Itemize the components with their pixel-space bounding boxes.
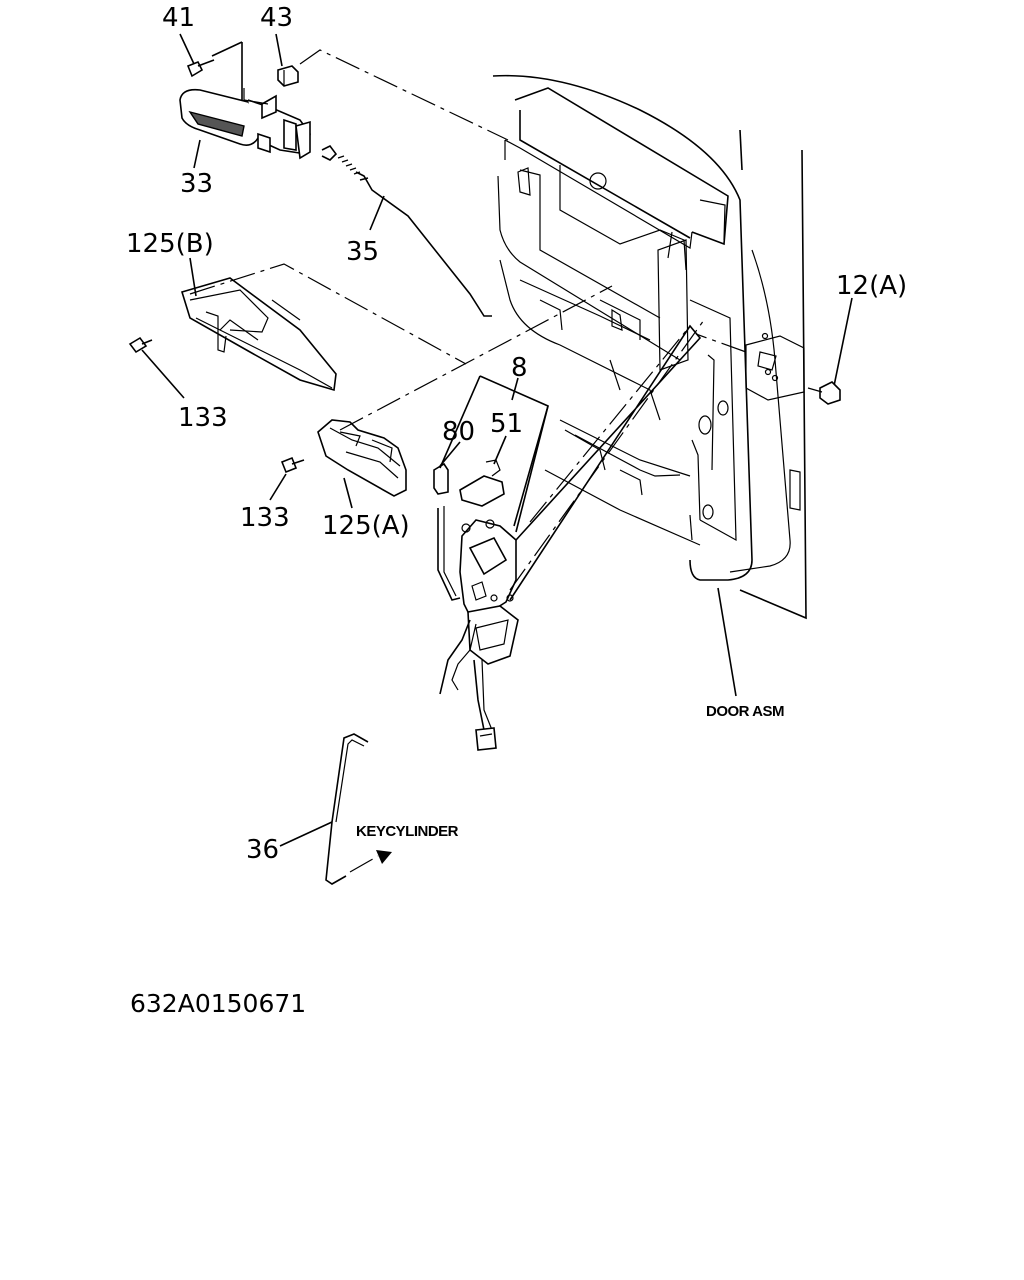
rod-36 [325,733,369,885]
part-label-12a: 12(A) [836,271,907,301]
screw-41 [186,59,215,78]
door-assembly [492,74,807,620]
part-label-8: 8 [511,353,528,383]
clip-80 [433,462,449,495]
key-cylinder-arrow [349,850,392,873]
part-label-33: 33 [180,169,213,199]
screw-133-top [128,336,153,354]
guard-125a [317,419,407,497]
part-label-133-top: 133 [178,403,228,433]
part-label-80: 80 [442,417,475,447]
part-label-133-bottom: 133 [240,503,290,533]
part-label-51: 51 [490,409,523,439]
rod-35 [321,144,492,317]
part-label-41: 41 [162,3,195,33]
clip-43 [277,65,299,87]
part-label-43: 43 [260,3,293,33]
part-label-36: 36 [246,835,279,865]
door-lock-actuator [433,459,519,751]
part-label-35: 35 [346,237,379,267]
connector-51 [459,475,505,507]
part-label-125a: 125(A) [322,511,410,541]
key-cylinder-label: KEYCYLINDER [356,823,459,840]
guard-125b [180,277,337,392]
outside-door-handle [179,88,311,160]
screw-12a [807,381,841,405]
part-label-125b: 125(B) [126,229,214,259]
drawing-code: 632A0150671 [130,989,306,1018]
leader-lines [141,33,853,847]
door-asm-label: DOOR ASM [706,703,784,720]
screw-133-bottom [280,456,305,474]
